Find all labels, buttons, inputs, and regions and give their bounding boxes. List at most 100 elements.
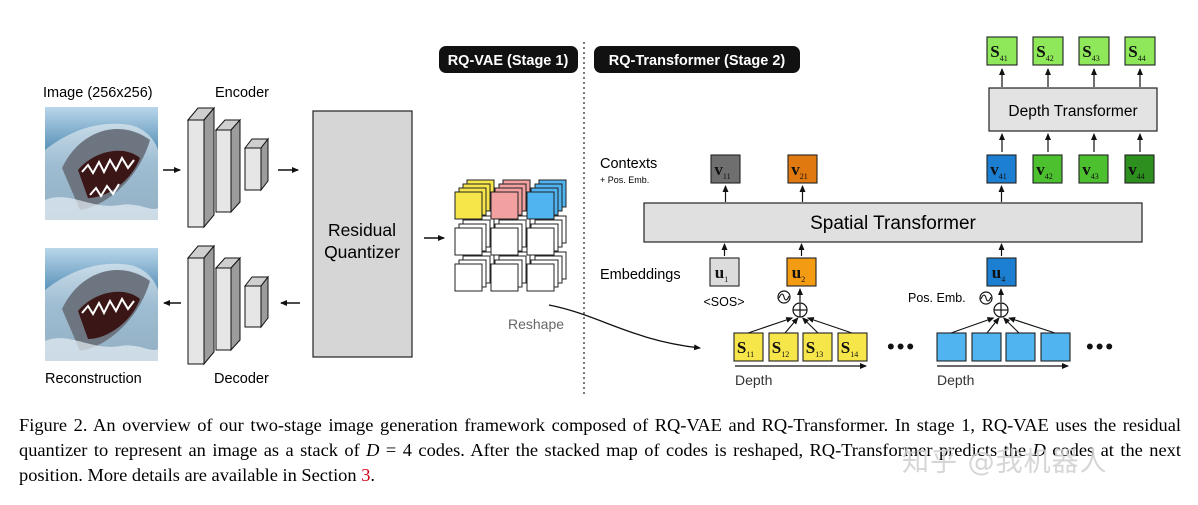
context-vector-43-letter: v [1082, 160, 1091, 179]
svg-text:S42: S42 [1036, 42, 1053, 63]
output-token-42-letter: S [1036, 42, 1045, 61]
arrow-blue-to-sum2-1 [986, 317, 1000, 334]
svg-text:S13: S13 [806, 338, 823, 359]
svg-text:S14: S14 [841, 338, 858, 359]
svg-text:v42: v42 [1036, 160, 1053, 181]
output-token-42: S42 [1032, 36, 1064, 66]
context-vector-21-letter: v [791, 160, 800, 179]
code-cell [454, 263, 483, 292]
context-vector-21: v21 [787, 154, 818, 184]
decoder-label: Decoder [214, 371, 269, 387]
code-cell [454, 191, 483, 220]
output-token-41-letter: S [990, 42, 999, 61]
svg-text:v43: v43 [1082, 160, 1099, 181]
input-token-14-subscript: 14 [850, 350, 858, 359]
stage2-label: RQ-Transformer (Stage 2) [609, 53, 786, 69]
svg-text:S43: S43 [1082, 42, 1099, 63]
decoder-network [186, 244, 270, 366]
depth-transformer-arrows [999, 68, 1143, 152]
svg-text:u2: u2 [792, 263, 805, 284]
embedding-u2: u2 [786, 257, 817, 287]
svg-text:v21: v21 [791, 160, 808, 181]
embedding-u1-letter: u [715, 263, 724, 282]
caption-line-2a: uses the residual quantizer to represent… [19, 415, 1181, 460]
embedding-u4: u4 [986, 257, 1017, 287]
context-vector-21-subscript: 21 [800, 172, 808, 181]
residual-quantizer-box [312, 110, 413, 358]
caption-eq: = 4 [379, 440, 412, 460]
arrow-blue-to-sum2-0 [950, 317, 995, 334]
input-token-11-subscript: 11 [746, 350, 754, 359]
code-cell [490, 191, 519, 220]
encoder-network [186, 106, 270, 229]
depth-label-2: Depth [937, 372, 974, 388]
svg-text:v41: v41 [990, 160, 1007, 181]
input-shark-image [45, 107, 158, 220]
input-token-14: S14 [837, 332, 868, 362]
spatial-transformer-box [643, 202, 1143, 243]
input-token-13: S13 [802, 332, 833, 362]
stage2-pill [594, 46, 800, 73]
reshape-arrow [548, 304, 701, 351]
contexts-pos-emb-note: + Pos. Emb. [600, 175, 649, 185]
sum-node-1 [792, 302, 808, 318]
output-token-42-subscript: 42 [1046, 54, 1054, 63]
svg-text:u4: u4 [992, 263, 1005, 284]
next-position-token-2 [1005, 332, 1036, 362]
arrow-blue-to-sum2-2 [1002, 317, 1020, 334]
context-vector-11: v11 [710, 154, 741, 184]
reconstruction-shark-image [45, 248, 158, 361]
figure-caption: Figure 2. An overview of our two-stage i… [19, 413, 1181, 488]
section-ref-link[interactable]: 3 [361, 465, 371, 485]
svg-text:S11: S11 [737, 338, 754, 359]
caption-math-d2: D [1032, 440, 1046, 460]
output-token-41-subscript: 41 [1000, 54, 1008, 63]
output-token-44: S44 [1124, 36, 1156, 66]
embedding-u1-subscript: 1 [724, 275, 728, 284]
embedding-u4-letter: u [992, 263, 1001, 282]
spatial-transformer-label: Spatial Transformer [810, 213, 976, 234]
framework-diagram: Image (256x256) Encoder Reconstruction D… [43, 36, 1158, 395]
stage1-pill [439, 46, 578, 73]
code-cell [490, 227, 519, 256]
svg-text:S41: S41 [990, 42, 1007, 63]
svg-text:v44: v44 [1128, 160, 1145, 181]
embedding-u2-subscript: 2 [801, 275, 805, 284]
input-token-11: S11 [733, 332, 764, 362]
reconstruction-label: Reconstruction [45, 371, 142, 387]
next-position-token-0 [936, 332, 967, 362]
stage1-label: RQ-VAE (Stage 1) [448, 53, 569, 69]
input-token-12-letter: S [772, 338, 781, 357]
caption-line-2b: codes. After the stacked map of codes is… [411, 440, 933, 460]
context-vector-42-subscript: 42 [1045, 172, 1053, 181]
arrow-s-to-sum1-0 [747, 317, 794, 334]
output-token-41: S41 [986, 36, 1018, 66]
ellipsis-1: ••• [887, 334, 916, 359]
pos-emb-wave-2 [979, 291, 993, 305]
code-cell [526, 263, 555, 292]
context-vector-41-subscript: 41 [999, 172, 1007, 181]
sum-node-2 [993, 302, 1009, 318]
context-vector-42: v42 [1032, 154, 1063, 184]
context-vector-11-letter: v [714, 160, 723, 179]
input-token-13-subscript: 13 [815, 350, 823, 359]
output-token-43-subscript: 43 [1092, 54, 1100, 63]
context-vector-41-letter: v [990, 160, 999, 179]
input-token-14-letter: S [841, 338, 850, 357]
quantizer-label-line1: Residual [328, 220, 396, 240]
embeddings-label: Embeddings [600, 267, 681, 283]
output-token-44-subscript: 44 [1138, 54, 1146, 63]
encoder-label: Encoder [215, 85, 269, 101]
next-position-token-1 [971, 332, 1002, 362]
depth-label-1: Depth [735, 372, 772, 388]
input-token-11-letter: S [737, 338, 746, 357]
svg-text:v11: v11 [714, 160, 730, 181]
pos-emb-label: Pos. Emb. [908, 291, 966, 305]
code-cell [526, 191, 555, 220]
embedding-arrows [747, 288, 1056, 334]
ellipsis-2: ••• [1086, 334, 1115, 359]
